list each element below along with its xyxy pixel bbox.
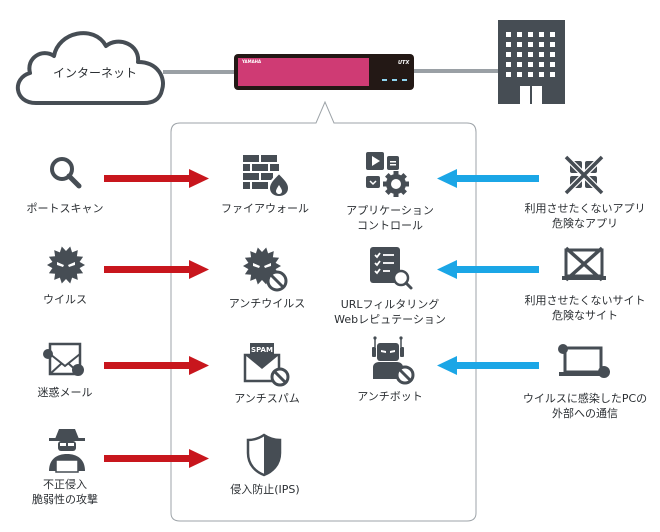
blocked-site-icon (562, 246, 606, 282)
building-window (506, 72, 511, 77)
building-window (550, 32, 555, 37)
building-window (539, 52, 544, 57)
building-window (506, 32, 511, 37)
building-window (539, 32, 544, 37)
router-led (402, 79, 407, 81)
building-window (528, 62, 533, 67)
threat-arrow (104, 356, 209, 375)
router-model: UTX (398, 60, 410, 66)
building-window (517, 42, 522, 47)
building-window (539, 62, 544, 67)
spam-mail-icon (43, 342, 84, 376)
source-label: 利用させたくないアプリ 危険なアプリ (524, 202, 646, 230)
building-window (528, 72, 533, 77)
firewall-icon (243, 155, 291, 199)
infected-pc-icon (558, 344, 610, 378)
building-window (517, 52, 522, 57)
building-window (506, 42, 511, 47)
antibot-icon (372, 336, 415, 385)
router-device: YAMAHA UTX (234, 54, 414, 90)
building-window (506, 62, 511, 67)
building-window (550, 52, 555, 57)
building-window (550, 62, 555, 67)
search-icon (50, 157, 82, 189)
threat-label: 不正侵入 脆弱性の攻撃 (32, 478, 98, 506)
feature-label: ファイアウォール (221, 202, 309, 215)
control-arrow (437, 260, 539, 279)
threat-label: ポートスキャン (26, 202, 104, 215)
feature-label: アンチボット (357, 390, 423, 403)
hacker-icon (49, 429, 85, 473)
router-led (392, 79, 397, 81)
shield-icon (246, 433, 282, 477)
router-panel (238, 58, 369, 86)
url-filter-icon (370, 247, 413, 290)
blocked-app-icon (563, 154, 605, 196)
threat-arrow (104, 169, 209, 188)
building-window (528, 42, 533, 47)
building-window (528, 32, 533, 37)
antispam-icon: SPAM (243, 343, 290, 387)
threat-arrow (104, 449, 209, 468)
threat-arrow (104, 260, 209, 279)
threat-label: ウイルス (43, 293, 87, 306)
building-window (528, 52, 533, 57)
building-window (550, 72, 555, 77)
feature-label: アンチウイルス (228, 297, 306, 310)
app-control-icon (366, 152, 409, 197)
cloud-icon (15, 31, 165, 105)
source-label: ウイルスに感染したPCの 外部への通信 (522, 392, 648, 420)
feature-label: 侵入防止(IPS) (230, 483, 300, 496)
feature-label: アプリケーション コントロール (346, 204, 434, 232)
building-icon (498, 20, 565, 104)
building-window (550, 42, 555, 47)
router-led (382, 79, 387, 81)
building-window (517, 72, 522, 77)
feature-label: アンチスパム (234, 392, 300, 405)
source-label: 利用させたくないサイト 危険なサイト (524, 294, 646, 322)
building-window (539, 42, 544, 47)
spam-text: SPAM (251, 346, 273, 354)
building-window (517, 62, 522, 67)
antivirus-icon (243, 247, 288, 292)
threat-label: 迷惑メール (37, 386, 93, 399)
feature-label: URLフィルタリング Webレピュテーション (334, 298, 446, 326)
utm-function-frame (170, 100, 477, 522)
building-window (517, 32, 522, 37)
internet-label: インターネット (52, 66, 137, 80)
router-brand: YAMAHA (242, 59, 262, 64)
virus-icon (47, 246, 85, 284)
building-window (506, 52, 511, 57)
control-arrow (437, 356, 539, 375)
control-arrow (437, 169, 539, 188)
building-window (539, 72, 544, 77)
